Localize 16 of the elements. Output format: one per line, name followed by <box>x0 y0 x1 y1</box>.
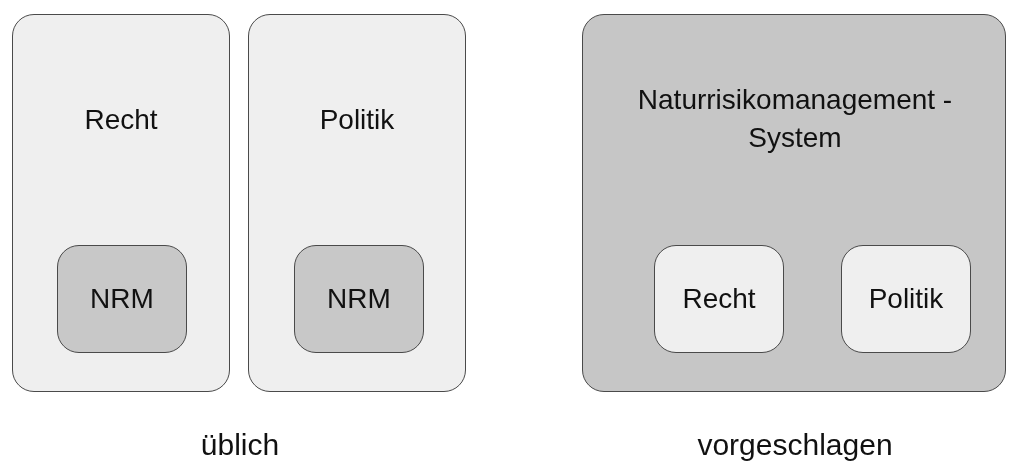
box-label: NRM <box>90 282 154 316</box>
box-label: Politik <box>868 282 944 316</box>
box-heading: Naturrisikomanagement - System <box>636 83 954 155</box>
box-label: Recht <box>682 282 756 316</box>
inner-box <box>294 245 424 353</box>
container-box <box>582 14 1006 392</box>
box-heading: Politik <box>318 103 396 137</box>
inner-box <box>841 245 971 353</box>
box-heading: Recht <box>83 103 159 137</box>
inner-box <box>57 245 187 353</box>
column-caption: üblich <box>200 428 280 462</box>
inner-box <box>654 245 784 353</box>
container-box <box>12 14 230 392</box>
container-box <box>248 14 466 392</box>
column-caption: vorgeschlagen <box>697 428 893 462</box>
box-label: NRM <box>327 282 391 316</box>
